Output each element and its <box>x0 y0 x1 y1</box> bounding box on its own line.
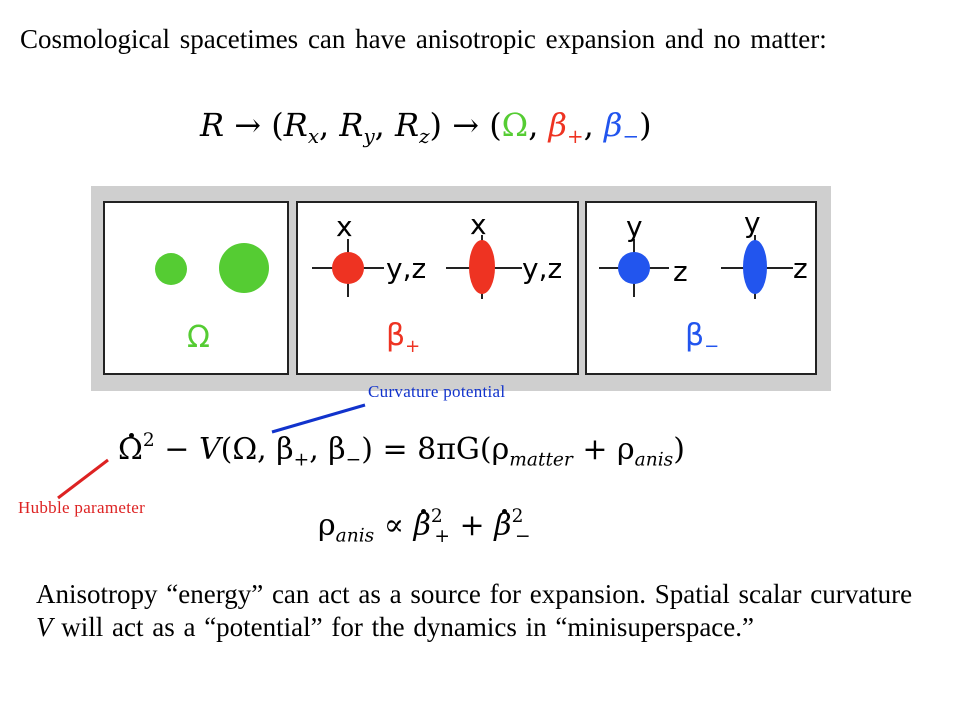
sub-z: z <box>419 124 430 148</box>
hubble-parameter-label: Hubble parameter <box>18 498 146 517</box>
symbol-Ry: R <box>339 106 364 144</box>
curvature-potential-label: Curvature potential <box>368 382 506 401</box>
paren-close: ) <box>639 106 652 144</box>
red-prolate-ellipsoid-icon <box>469 240 495 294</box>
beta-base: β <box>685 318 705 353</box>
square-exponent: 2 <box>430 505 443 527</box>
axis-label-z: z <box>793 252 808 285</box>
beta-minus-panel: y z y z β− <box>585 201 817 375</box>
paren-open: ( <box>489 106 502 144</box>
body-text-part1: Anisotropy “energy” can act as a source … <box>36 579 913 609</box>
expansion-diagram: Ω x y,z x y,z β+ y z y z β− <box>91 186 831 391</box>
anisotropy-energy-relation: ρanis ∝ β2+ + β2− <box>318 505 531 545</box>
body-text-part2: will act as a “potential” for the dynami… <box>52 612 754 642</box>
paren-close: ) <box>429 106 443 144</box>
blue-ellipsoid-icon <box>743 240 767 294</box>
omega-label: Ω <box>187 320 210 355</box>
friedmann-equation: Ω2 − V(Ω, β+, β−) = 8πG(ρmatter + ρanis) <box>118 429 685 469</box>
minus-sub: − <box>345 449 362 471</box>
square-exponent: 2 <box>142 429 155 451</box>
args-close: ) = 8πG(ρ <box>361 432 510 467</box>
comma: , <box>374 106 395 144</box>
beta-minus-label: β− <box>685 321 719 356</box>
potential-V-symbol: V <box>198 432 221 467</box>
axis-label-yz: y,z <box>522 252 563 285</box>
symbol-Rz: R <box>395 106 420 144</box>
red-sphere-icon <box>332 252 364 284</box>
plus-sub: + <box>405 336 421 357</box>
minus-sub: − <box>704 336 720 357</box>
blue-sphere-icon <box>618 252 650 284</box>
paren-close: ) <box>673 432 685 467</box>
beta-plus-panel: x y,z x y,z β+ <box>296 201 579 375</box>
anis-sub: anis <box>634 449 674 471</box>
symbol-Rx: R <box>283 106 308 144</box>
sub-x: x <box>307 124 320 148</box>
beta-plus-symbol: β+ <box>548 106 584 146</box>
arrow-symbol: → <box>234 106 262 144</box>
comma: , <box>528 106 549 144</box>
plus-sub: + <box>567 124 584 148</box>
paren-open: ( <box>271 106 284 144</box>
beta-dot-symbol: β <box>413 508 431 543</box>
plus-sub: + <box>293 449 310 471</box>
proportional-sign: ∝ <box>374 508 414 543</box>
omega-symbol: Ω <box>501 106 529 144</box>
large-sphere-icon <box>219 243 269 293</box>
axis-label-x: x <box>336 210 353 243</box>
minus-sign: − <box>154 432 199 467</box>
body-text-V: V <box>36 612 53 642</box>
rho-symbol: ρ <box>318 508 336 543</box>
plus-sign: + <box>572 432 618 467</box>
beta-base: β <box>604 106 623 144</box>
minus-sub: − <box>515 525 531 547</box>
axis-label-y: y <box>744 206 761 239</box>
omega-dot-symbol: Ω <box>118 432 143 467</box>
axis-label-z: z <box>673 255 688 288</box>
args-open: (Ω, β <box>220 432 294 467</box>
plus-sign: + <box>450 508 495 543</box>
args-mid: , β <box>309 432 346 467</box>
variable-mapping-formula: R → (Rx, Ry, Rz) → (Ω, β+, β−) <box>200 106 652 146</box>
slide-title: Cosmological spacetimes can have anisotr… <box>20 24 827 54</box>
beta-minus-symbol: β− <box>604 106 639 146</box>
symbol-R: R <box>200 106 225 144</box>
anis-sub: anis <box>335 525 375 547</box>
body-paragraph: Anisotropy “energy” can act as a source … <box>36 578 936 644</box>
minus-sub: − <box>622 124 640 148</box>
square-exponent: 2 <box>511 505 524 527</box>
beta-base: β <box>548 106 568 144</box>
sub-y: y <box>363 124 375 148</box>
arrow-symbol: → <box>452 106 480 144</box>
omega-panel: Ω <box>103 201 289 375</box>
comma: , <box>583 106 605 144</box>
matter-sub: matter <box>509 449 573 471</box>
beta-plus-label: β+ <box>386 321 420 356</box>
rho-symbol: ρ <box>617 432 635 467</box>
comma: , <box>319 106 340 144</box>
axis-label-yz: y,z <box>386 252 427 285</box>
axis-label-y: y <box>626 210 643 243</box>
beta-base: β <box>386 318 406 353</box>
small-sphere-icon <box>155 253 187 285</box>
plus-sub: + <box>434 525 450 547</box>
axis-label-x: x <box>470 208 487 241</box>
beta-dot-symbol: β <box>494 508 512 543</box>
